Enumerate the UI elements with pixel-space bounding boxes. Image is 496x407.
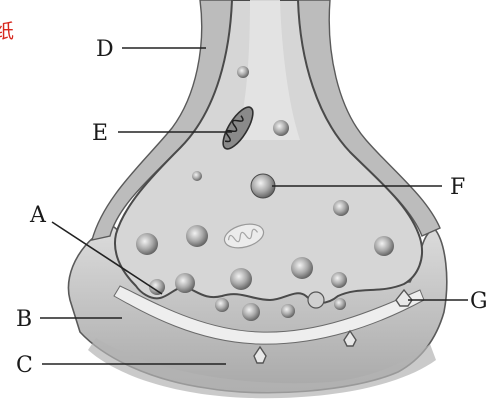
vesicle	[334, 298, 346, 310]
vesicle	[291, 257, 313, 279]
vesicle	[308, 292, 324, 308]
corner-mark: 纸	[0, 19, 14, 43]
vesicle	[374, 236, 394, 256]
label-B: B	[16, 307, 32, 332]
vesicle	[215, 298, 229, 312]
label-G: G	[470, 289, 488, 314]
label-F: F	[450, 175, 465, 200]
vesicle	[242, 303, 260, 321]
vesicle	[192, 171, 202, 181]
label-C: C	[16, 353, 33, 378]
vesicle	[237, 66, 249, 78]
vesicle	[230, 268, 252, 290]
vesicle	[331, 272, 347, 288]
vesicle	[333, 200, 349, 216]
vesicle	[281, 304, 295, 318]
vesicle	[186, 225, 208, 247]
vesicle	[136, 233, 158, 255]
vesicle-F	[251, 174, 275, 198]
vesicle	[175, 273, 195, 293]
label-D: D	[96, 37, 114, 62]
label-E: E	[92, 121, 108, 146]
vesicle	[273, 120, 289, 136]
label-A: A	[29, 203, 47, 228]
